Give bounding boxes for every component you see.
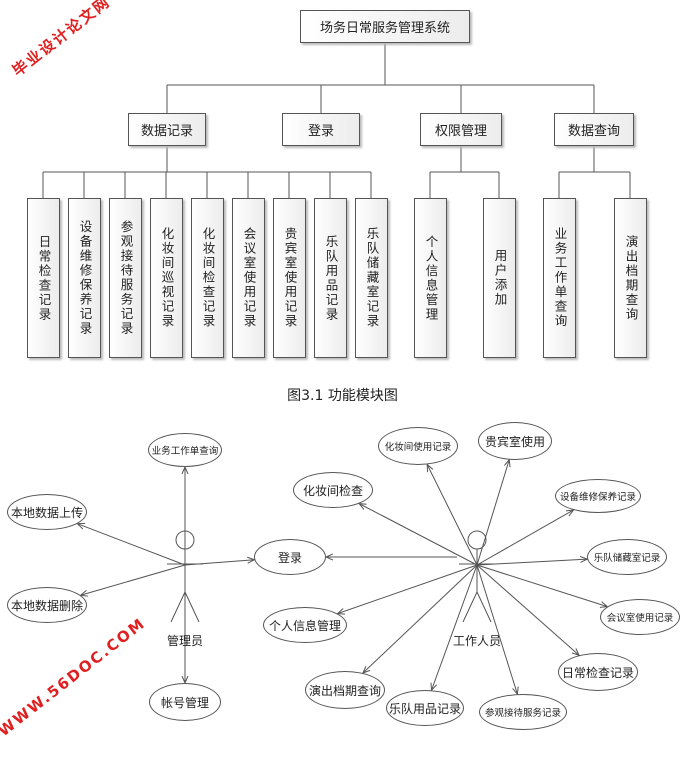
submodule-0-8: 乐队储藏室记录 [355,198,388,358]
use-case-1-1: 化妆间使用记录 [378,427,458,465]
submodule-0-7: 乐队用品记录 [314,198,347,358]
use-case-1-9: 演出档期查询 [305,671,385,709]
use-case-1-4: 乐队储藏室记录 [587,539,667,575]
submodule-0-3: 化妆间巡视记录 [150,198,183,358]
actor-admin-label: 管理员 [166,634,204,648]
use-case-1-0: 化妆间检查 [293,472,373,508]
association-arrow [476,460,509,566]
association-arrow [81,564,186,595]
use-case-1-3: 设备维修保养记录 [555,479,641,513]
module-3: 数据查询 [554,113,634,146]
association-arrow [431,564,478,690]
association-arrow [476,564,517,694]
module-2: 权限管理 [420,113,502,146]
association-arrow [476,564,579,655]
submodule-3-1: 演出档期查询 [614,198,647,358]
use-case-0-1: 本地数据上传 [7,494,87,530]
submodule-3-0: 业务工作单查询 [543,198,576,358]
association-arrow [476,559,587,566]
use-case-0-2: 本地数据删除 [7,587,87,623]
use-case-1-5: 会议室使用记录 [600,599,680,635]
submodule-0-0: 日常检查记录 [27,198,60,358]
submodule-0-4: 化妆间检查记录 [191,198,224,358]
association-arrow [427,464,478,566]
figure-caption: 图3.1 功能模块图 [287,388,398,404]
submodule-0-2: 参观接待服务记录 [109,198,142,358]
submodule-2-1: 用户添加 [483,198,516,358]
submodule-0-5: 会议室使用记录 [232,198,265,358]
use-case-1-8: 乐队用品记录 [386,690,464,726]
association-arrow [338,564,478,614]
association-arrow [184,560,254,566]
actor-staff-label: 工作人员 [452,634,502,648]
association-arrow [363,564,478,673]
association-arrow [476,510,574,566]
submodule-0-1: 设备维修保养记录 [68,198,101,358]
association-arrow [476,564,607,607]
use-case-1-7: 参观接待服务记录 [479,694,567,730]
submodule-2-0: 个人信息管理 [414,198,447,358]
use-case-0-4: 帐号管理 [149,683,221,721]
module-0: 数据记录 [128,113,206,146]
use-case-1-10: 个人信息管理 [263,607,347,643]
use-case-1-6: 日常检查记录 [558,653,638,691]
module-1: 登录 [282,113,360,146]
use-case-0-0: 业务工作单查询 [148,433,222,467]
submodule-0-6: 贵宾室使用记录 [273,198,306,358]
root-module: 场务日常服务管理系统 [300,10,470,43]
association-arrow [77,524,186,566]
use-case-1-2: 贵宾室使用 [478,422,552,460]
association-arrow [359,504,478,566]
use-case-0-3: 登录 [254,539,326,575]
